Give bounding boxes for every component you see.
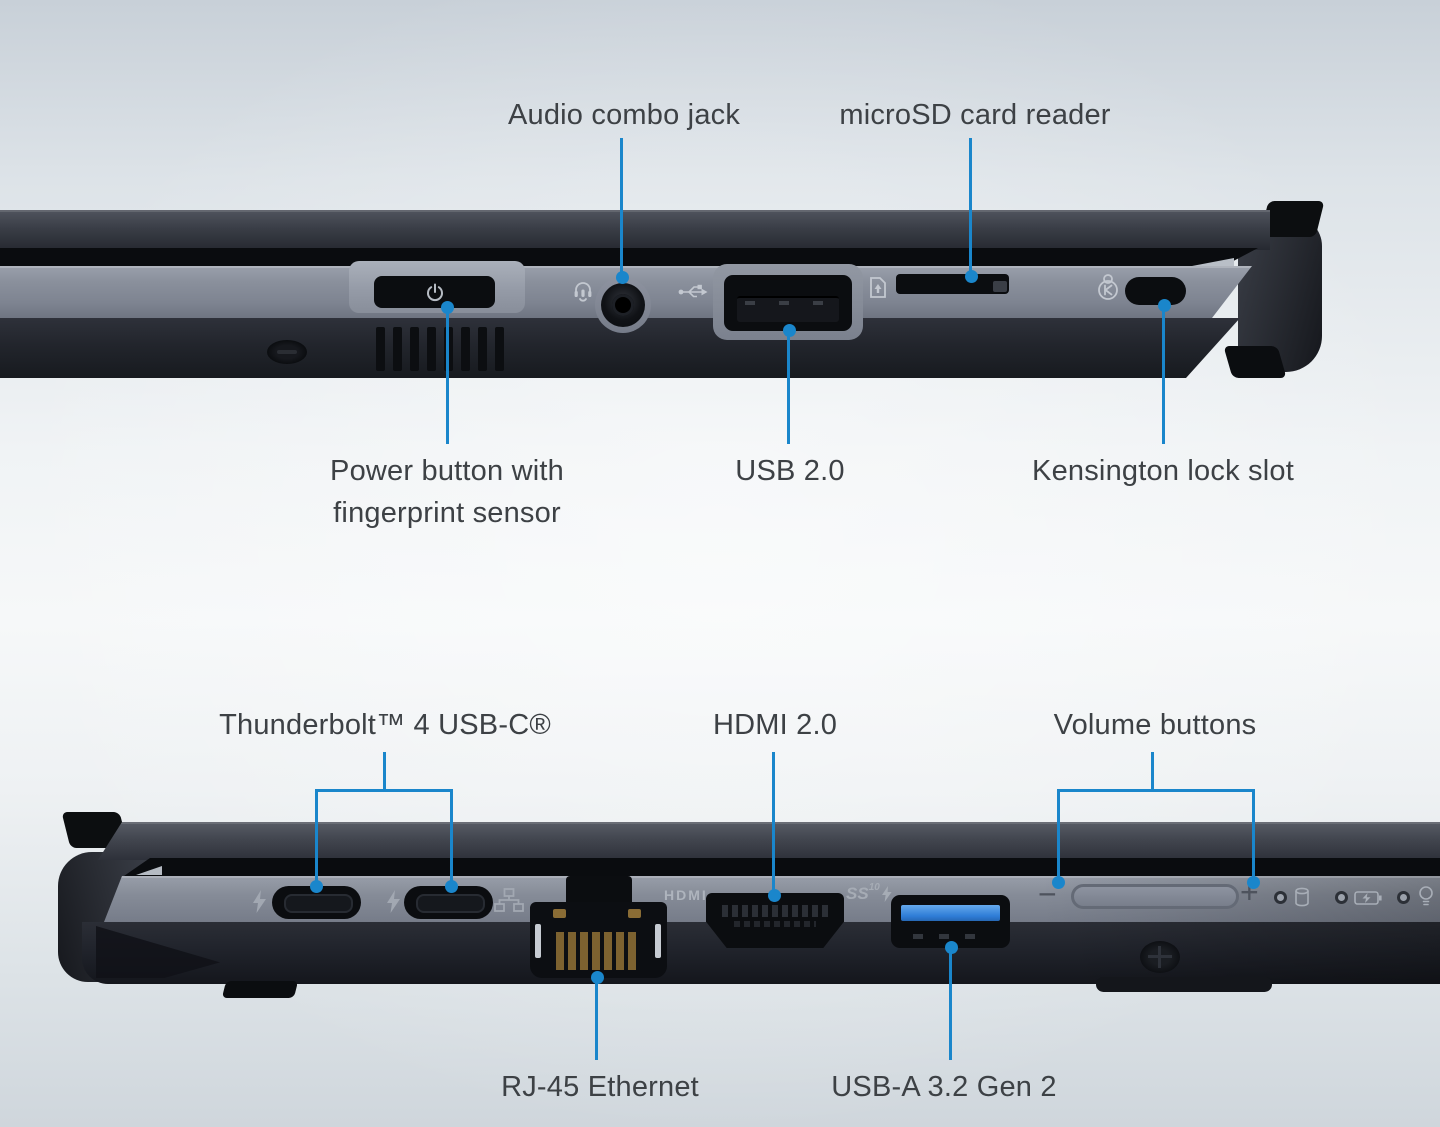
leader-stem-volume bbox=[1151, 752, 1154, 791]
leader-dot-power-button bbox=[441, 301, 454, 314]
seam-highlight bbox=[1192, 258, 1234, 266]
rj45-clip-right bbox=[655, 924, 661, 958]
callout-label-usb20: USB 2.0 bbox=[735, 455, 845, 487]
usba-port-pins bbox=[913, 934, 989, 939]
ethernet-icon bbox=[494, 888, 524, 912]
led-battery bbox=[1335, 891, 1348, 904]
callout-label-volume: Volume buttons bbox=[1053, 709, 1257, 741]
callout-label-usba: USB-A 3.2 Gen 2 bbox=[831, 1071, 1057, 1103]
leader-dot-volume-1 bbox=[1052, 876, 1065, 889]
leader-line-usba bbox=[949, 953, 952, 1060]
led-power bbox=[1397, 891, 1410, 904]
usb-ss10-icon: SS 10 bbox=[846, 883, 892, 902]
audio-jack-hole bbox=[612, 294, 634, 316]
leader-bracket-volume bbox=[1057, 789, 1255, 792]
usb20-port-pins bbox=[745, 301, 831, 305]
vent-grill bbox=[376, 327, 506, 371]
leader-line-rj45 bbox=[595, 983, 598, 1060]
leader-line-hdmi bbox=[772, 752, 775, 891]
rubber-foot-bottom-right bbox=[1223, 346, 1287, 378]
leader-line-power-button bbox=[446, 312, 449, 444]
usba-port-tongue bbox=[901, 905, 1000, 921]
rj45-contact-right bbox=[628, 909, 641, 918]
leader-dot-volume-2 bbox=[1247, 876, 1260, 889]
laptop-bottom-edge-view: HDMI SS 10 − + bbox=[0, 560, 1440, 1127]
hdmi-port[interactable] bbox=[706, 893, 844, 948]
leader-drop-thunderbolt-1 bbox=[315, 789, 318, 884]
rubber-foot-bottom-right bbox=[1096, 977, 1272, 992]
hdmi-port-marking: HDMI bbox=[664, 887, 708, 903]
laptop-lid-edge bbox=[98, 822, 1440, 860]
thunderbolt-port-1-slot bbox=[284, 894, 353, 913]
callout-label-power-button: Power button with fingerprint sensor bbox=[330, 455, 564, 529]
kensington-lock-slot[interactable] bbox=[1125, 277, 1186, 305]
thunderbolt-port-2-slot bbox=[416, 894, 485, 913]
leader-dot-usba bbox=[945, 941, 958, 954]
leader-dot-thunderbolt-1 bbox=[310, 880, 323, 893]
usb-icon bbox=[678, 283, 708, 301]
storage-icon bbox=[1294, 887, 1310, 907]
kensington-icon bbox=[1094, 272, 1122, 302]
leader-dot-rj45 bbox=[591, 971, 604, 984]
callout-label-thunderbolt: Thunderbolt™ 4 USB-C® bbox=[219, 709, 551, 741]
callout-label-audio-jack: Audio combo jack bbox=[507, 99, 741, 131]
leader-bracket-thunderbolt bbox=[315, 789, 453, 792]
usba-port[interactable] bbox=[891, 895, 1010, 948]
volume-rocker[interactable] bbox=[1071, 884, 1239, 909]
screw-slot-vertical bbox=[1158, 946, 1161, 968]
leader-drop-thunderbolt-2 bbox=[450, 789, 453, 884]
leader-dot-kensington bbox=[1158, 299, 1171, 312]
leader-line-audio-jack bbox=[620, 138, 623, 272]
lid-seam bbox=[0, 248, 1258, 266]
leader-dot-hdmi bbox=[768, 889, 781, 902]
lid-seam bbox=[124, 858, 1440, 876]
battery-charging-icon bbox=[1354, 890, 1382, 906]
thunderbolt-icon bbox=[252, 890, 267, 913]
rubber-foot-bottom-left bbox=[221, 981, 299, 998]
thunderbolt-icon bbox=[386, 890, 401, 913]
rj45-clip-left bbox=[535, 924, 541, 958]
rj45-pins bbox=[556, 932, 640, 970]
hdmi-port-pins-lower bbox=[734, 921, 816, 927]
leader-drop-volume-1 bbox=[1057, 789, 1060, 879]
callout-label-rj45: RJ-45 Ethernet bbox=[501, 1071, 699, 1103]
screw-slot bbox=[277, 350, 297, 354]
microsd-slot-notch bbox=[993, 281, 1007, 292]
headset-mic-icon bbox=[572, 280, 594, 302]
seam-highlight bbox=[136, 866, 162, 875]
laptop-top-edge-view bbox=[0, 0, 1440, 560]
lightbulb-icon bbox=[1417, 885, 1435, 909]
leader-dot-usb20 bbox=[783, 324, 796, 337]
power-icon bbox=[425, 282, 445, 302]
power-button[interactable] bbox=[374, 276, 495, 308]
leader-drop-volume-2 bbox=[1252, 789, 1255, 879]
microsd-icon bbox=[867, 275, 889, 301]
leader-stem-thunderbolt bbox=[383, 752, 386, 791]
hdmi-port-pins bbox=[722, 905, 828, 917]
led-storage bbox=[1274, 891, 1287, 904]
leader-line-microsd bbox=[969, 138, 972, 271]
leader-dot-audio-jack bbox=[616, 271, 629, 284]
rj45-contact-left bbox=[553, 909, 566, 918]
leader-dot-thunderbolt-2 bbox=[445, 880, 458, 893]
usb20-port-slot bbox=[737, 296, 839, 322]
leader-dot-microsd bbox=[965, 270, 978, 283]
leader-line-usb20 bbox=[787, 336, 790, 444]
callout-label-microsd: microSD card reader bbox=[839, 99, 1111, 131]
laptop-lid-edge bbox=[0, 210, 1270, 250]
callout-label-hdmi: HDMI 2.0 bbox=[712, 709, 838, 741]
callout-label-kensington: Kensington lock slot bbox=[1032, 455, 1294, 487]
microsd-slot[interactable] bbox=[896, 274, 1009, 294]
leader-line-kensington bbox=[1162, 311, 1165, 444]
